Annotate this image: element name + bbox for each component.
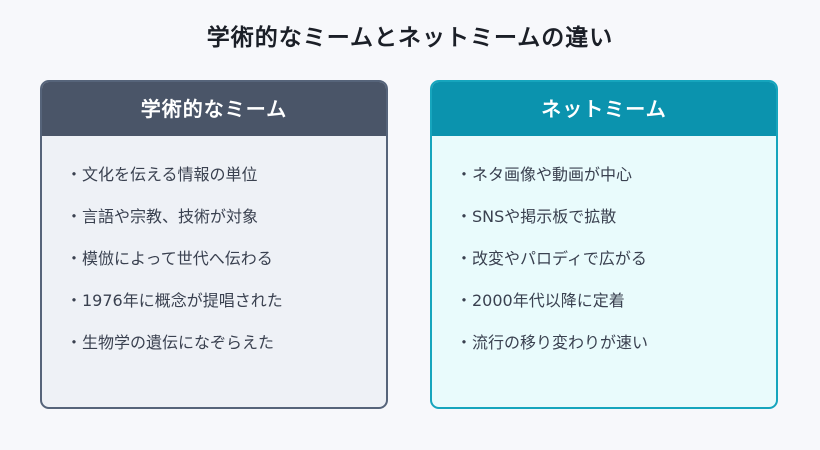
- academic-meme-card: 学術的なミーム ・文化を伝える情報の単位 ・言語や宗教、技術が対象 ・模倣によっ…: [40, 80, 388, 409]
- list-item-text: 言語や宗教、技術が対象: [82, 207, 259, 226]
- list-item: ・文化を伝える情報の単位: [66, 154, 386, 196]
- bullet-icon: ・: [456, 291, 473, 310]
- list-item-text: 生物学の遺伝になぞらえた: [82, 333, 275, 352]
- diagram-title: 学術的なミームとネットミームの違い: [206, 25, 614, 51]
- list-item-text: 文化を伝える情報の単位: [82, 165, 258, 184]
- list-item: ・生物学の遺伝になぞらえた: [66, 322, 386, 364]
- academic-meme-list: ・文化を伝える情報の単位 ・言語や宗教、技術が対象 ・模倣によって世代へ伝わる …: [42, 136, 386, 364]
- bullet-icon: ・: [66, 291, 83, 310]
- bullet-icon: ・: [66, 249, 83, 268]
- bullet-icon: ・: [66, 207, 83, 226]
- list-item-text: ネタ画像や動画が中心: [472, 165, 633, 184]
- bullet-icon: ・: [66, 333, 83, 352]
- list-item: ・1976年に概念が提唱された: [66, 280, 386, 322]
- list-item-text: 2000年代以降に定着: [472, 291, 625, 310]
- net-meme-heading: ネットミーム: [432, 82, 776, 136]
- list-item: ・ネタ画像や動画が中心: [456, 154, 776, 196]
- bullet-icon: ・: [456, 333, 473, 352]
- net-meme-list: ・ネタ画像や動画が中心 ・SNSや掲示板で拡散 ・改変やパロディで広がる ・20…: [432, 136, 776, 364]
- bullet-icon: ・: [456, 207, 473, 226]
- list-item-text: 流行の移り変わりが速い: [472, 333, 649, 352]
- list-item-text: 改変やパロディで広がる: [472, 249, 647, 268]
- list-item-text: 模倣によって世代へ伝わる: [82, 249, 273, 268]
- list-item: ・言語や宗教、技術が対象: [66, 196, 386, 238]
- list-item: ・改変やパロディで広がる: [456, 238, 776, 280]
- list-item: ・SNSや掲示板で拡散: [456, 196, 776, 238]
- list-item-text: 1976年に概念が提唱された: [82, 291, 283, 310]
- academic-meme-heading: 学術的なミーム: [42, 82, 386, 136]
- bullet-icon: ・: [456, 249, 473, 268]
- bullet-icon: ・: [456, 165, 473, 184]
- list-item: ・流行の移り変わりが速い: [456, 322, 776, 364]
- list-item-text: SNSや掲示板で拡散: [472, 207, 617, 226]
- list-item: ・2000年代以降に定着: [456, 280, 776, 322]
- list-item: ・模倣によって世代へ伝わる: [66, 238, 386, 280]
- bullet-icon: ・: [66, 165, 83, 184]
- net-meme-card: ネットミーム ・ネタ画像や動画が中心 ・SNSや掲示板で拡散 ・改変やパロディで…: [430, 80, 778, 409]
